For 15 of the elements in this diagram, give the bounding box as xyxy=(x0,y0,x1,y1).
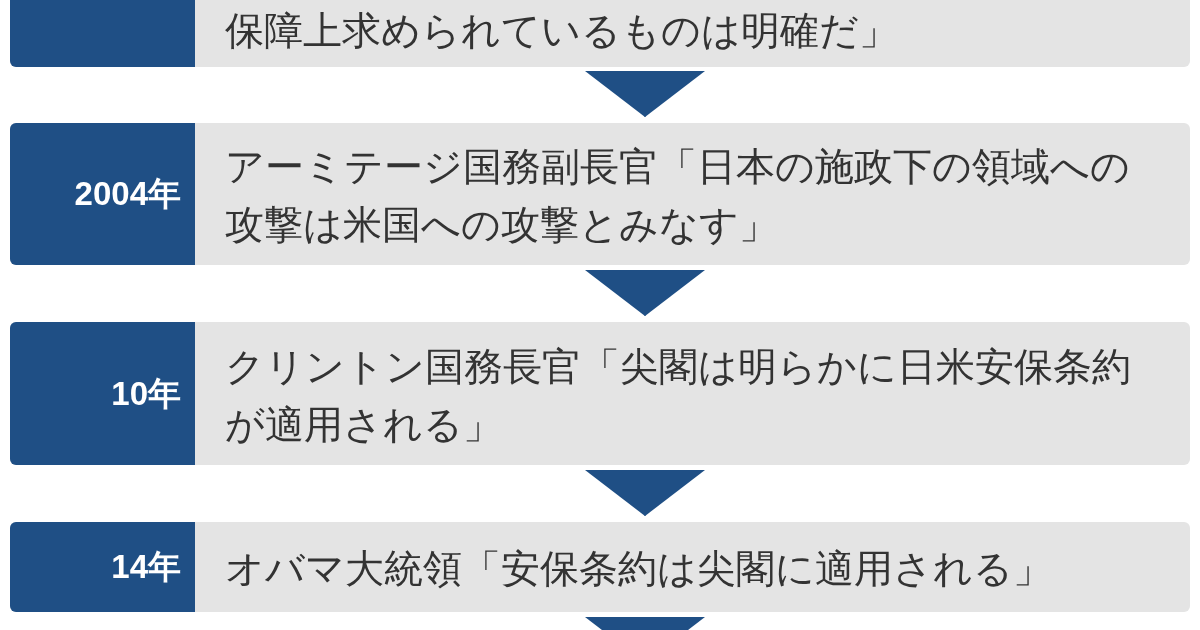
timeline-row xyxy=(10,322,1190,465)
chevron-arrow xyxy=(585,71,705,118)
quote-text: 保障上求められているものは明確だ」 xyxy=(225,6,899,55)
quote-text: クリントン国務長官「尖閣は明らかに日米安保条約が適用される」 xyxy=(225,342,1132,449)
quote-text: アーミテージ国務副長官「日本の施政下の領域への攻撃は米国への攻撃とみなす」 xyxy=(225,143,1131,249)
timeline-row xyxy=(10,123,1190,265)
chevron-arrow xyxy=(585,270,705,317)
chevron-arrow xyxy=(585,470,705,517)
year-label: 2004年 xyxy=(74,174,181,215)
chevron-arrow xyxy=(585,617,705,630)
year-label: 10年 xyxy=(111,373,181,414)
quote-text: オバマ大統領「安保条約は尖閣に適用される」 xyxy=(225,545,1053,593)
year-label: 14年 xyxy=(111,547,181,588)
timeline-row xyxy=(10,0,1190,67)
timeline-row xyxy=(10,522,1190,612)
